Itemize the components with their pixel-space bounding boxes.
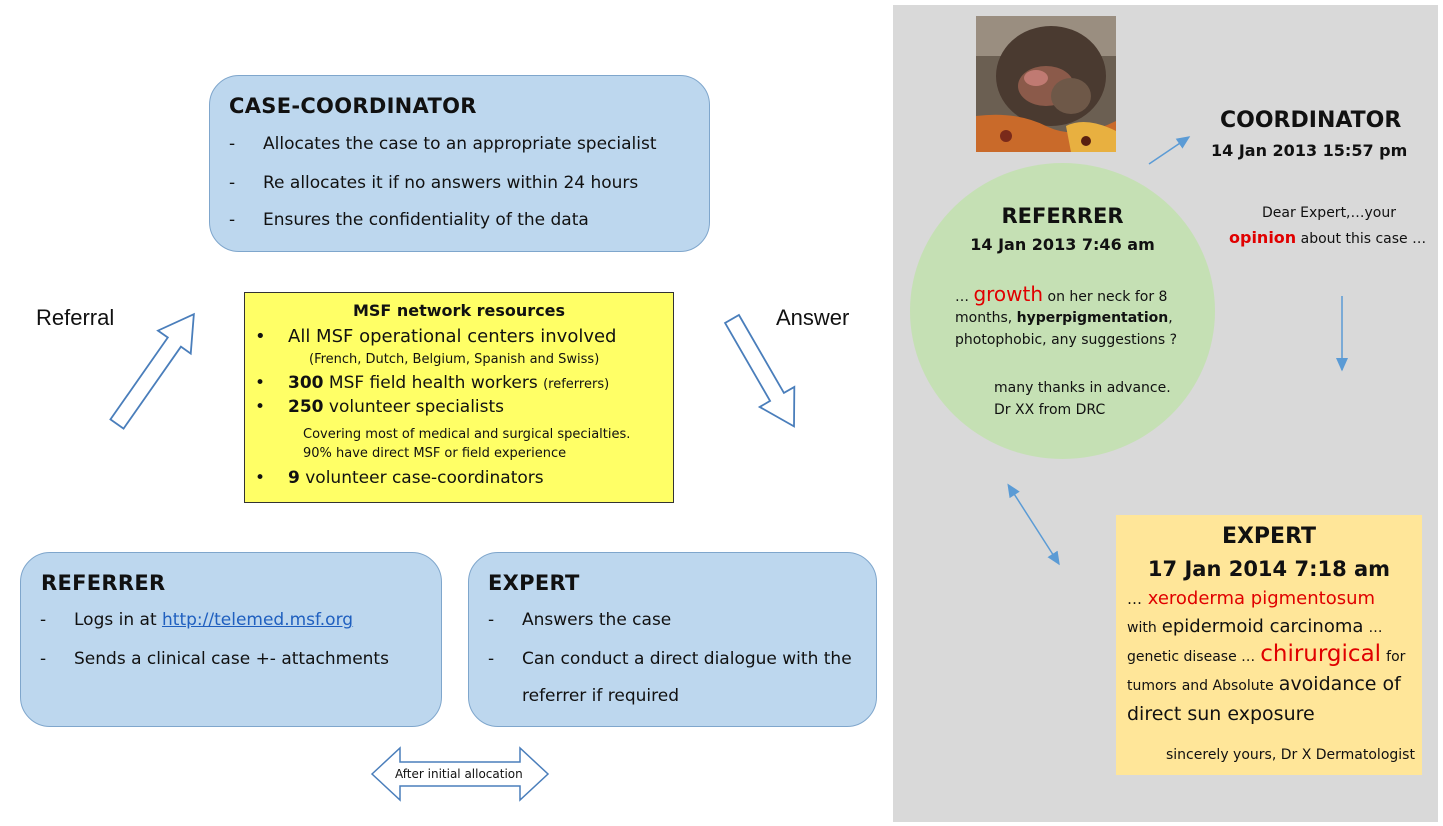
referrer-message-bubble: REFERRER 14 Jan 2013 7:46 am … growth on… bbox=[910, 163, 1215, 459]
bubble-referrer-msg-3: photophobic, any suggestions ? bbox=[955, 332, 1178, 348]
note-expert-sign: sincerely yours, Dr X Dermatologist bbox=[1166, 747, 1415, 763]
referrer-box: REFERRER - Logs in at http://telemed.msf… bbox=[20, 552, 442, 727]
allocation-double-arrow bbox=[370, 746, 550, 802]
example-coordinator-msg-2: opinion about this case … bbox=[1229, 228, 1427, 247]
example-coordinator-msg-1: Dear Expert,…your bbox=[1262, 205, 1396, 221]
msf-resources-box: MSF network resources • All MSF operatio… bbox=[244, 292, 674, 503]
expert-box: EXPERT -Answers the case -Can conduct a … bbox=[468, 552, 877, 727]
bubble-referrer-title: REFERRER bbox=[1001, 204, 1124, 228]
patient-photo bbox=[976, 16, 1116, 152]
referral-arrow bbox=[109, 312, 796, 802]
note-expert-line-4: tumors and Absolute avoidance of bbox=[1127, 673, 1401, 695]
resources-title: MSF network resources bbox=[352, 301, 566, 320]
note-expert-line-5: direct sun exposure bbox=[1127, 703, 1315, 725]
panel-arrows bbox=[1007, 136, 1348, 566]
resources-line-3-sub-1: Covering most of medical and surgical sp… bbox=[303, 427, 631, 442]
resources-line-1-sub: (French, Dutch, Belgium, Spanish and Swi… bbox=[309, 352, 600, 367]
note-expert-date: 17 Jan 2014 7:18 am bbox=[1147, 557, 1391, 581]
bubble-referrer-msg-1: … growth on her neck for 8 bbox=[955, 282, 1168, 306]
example-coordinator-title: COORDINATOR bbox=[1220, 108, 1402, 133]
bubble-referrer-msg-2: months, hyperpigmentation, bbox=[955, 310, 1173, 326]
example-coordinator-date: 14 Jan 2013 15:57 pm bbox=[1211, 141, 1408, 160]
case-coordinator-title: CASE-COORDINATOR bbox=[229, 94, 477, 118]
resources-line-3-sub-2: 90% have direct MSF or field experience bbox=[303, 446, 567, 461]
note-expert-line-2: with epidermoid carcinoma … bbox=[1127, 616, 1383, 637]
note-expert-line-1: … xeroderma pigmentosum bbox=[1127, 588, 1376, 609]
expert-title: EXPERT bbox=[488, 571, 580, 595]
referral-label: Referral bbox=[36, 305, 115, 330]
note-expert-line-3: genetic disease … chirurgical for bbox=[1127, 641, 1406, 667]
note-expert-title: EXPERT bbox=[1221, 524, 1317, 549]
telemed-link[interactable]: http://telemed.msf.org bbox=[162, 610, 354, 630]
bubble-referrer-thanks: many thanks in advance. bbox=[994, 380, 1171, 396]
answer-label: Answer bbox=[776, 305, 850, 330]
after-allocation-label: After initial allocation bbox=[395, 767, 523, 781]
referrer-title: REFERRER bbox=[41, 571, 166, 595]
bubble-referrer-date: 14 Jan 2013 7:46 am bbox=[970, 235, 1155, 254]
bubble-referrer-sign: Dr XX from DRC bbox=[994, 402, 1106, 418]
case-coordinator-box: CASE-COORDINATOR -Allocates the case to … bbox=[209, 75, 710, 252]
expert-answer-note: EXPERT 17 Jan 2014 7:18 am … xeroderma p… bbox=[1116, 515, 1422, 775]
